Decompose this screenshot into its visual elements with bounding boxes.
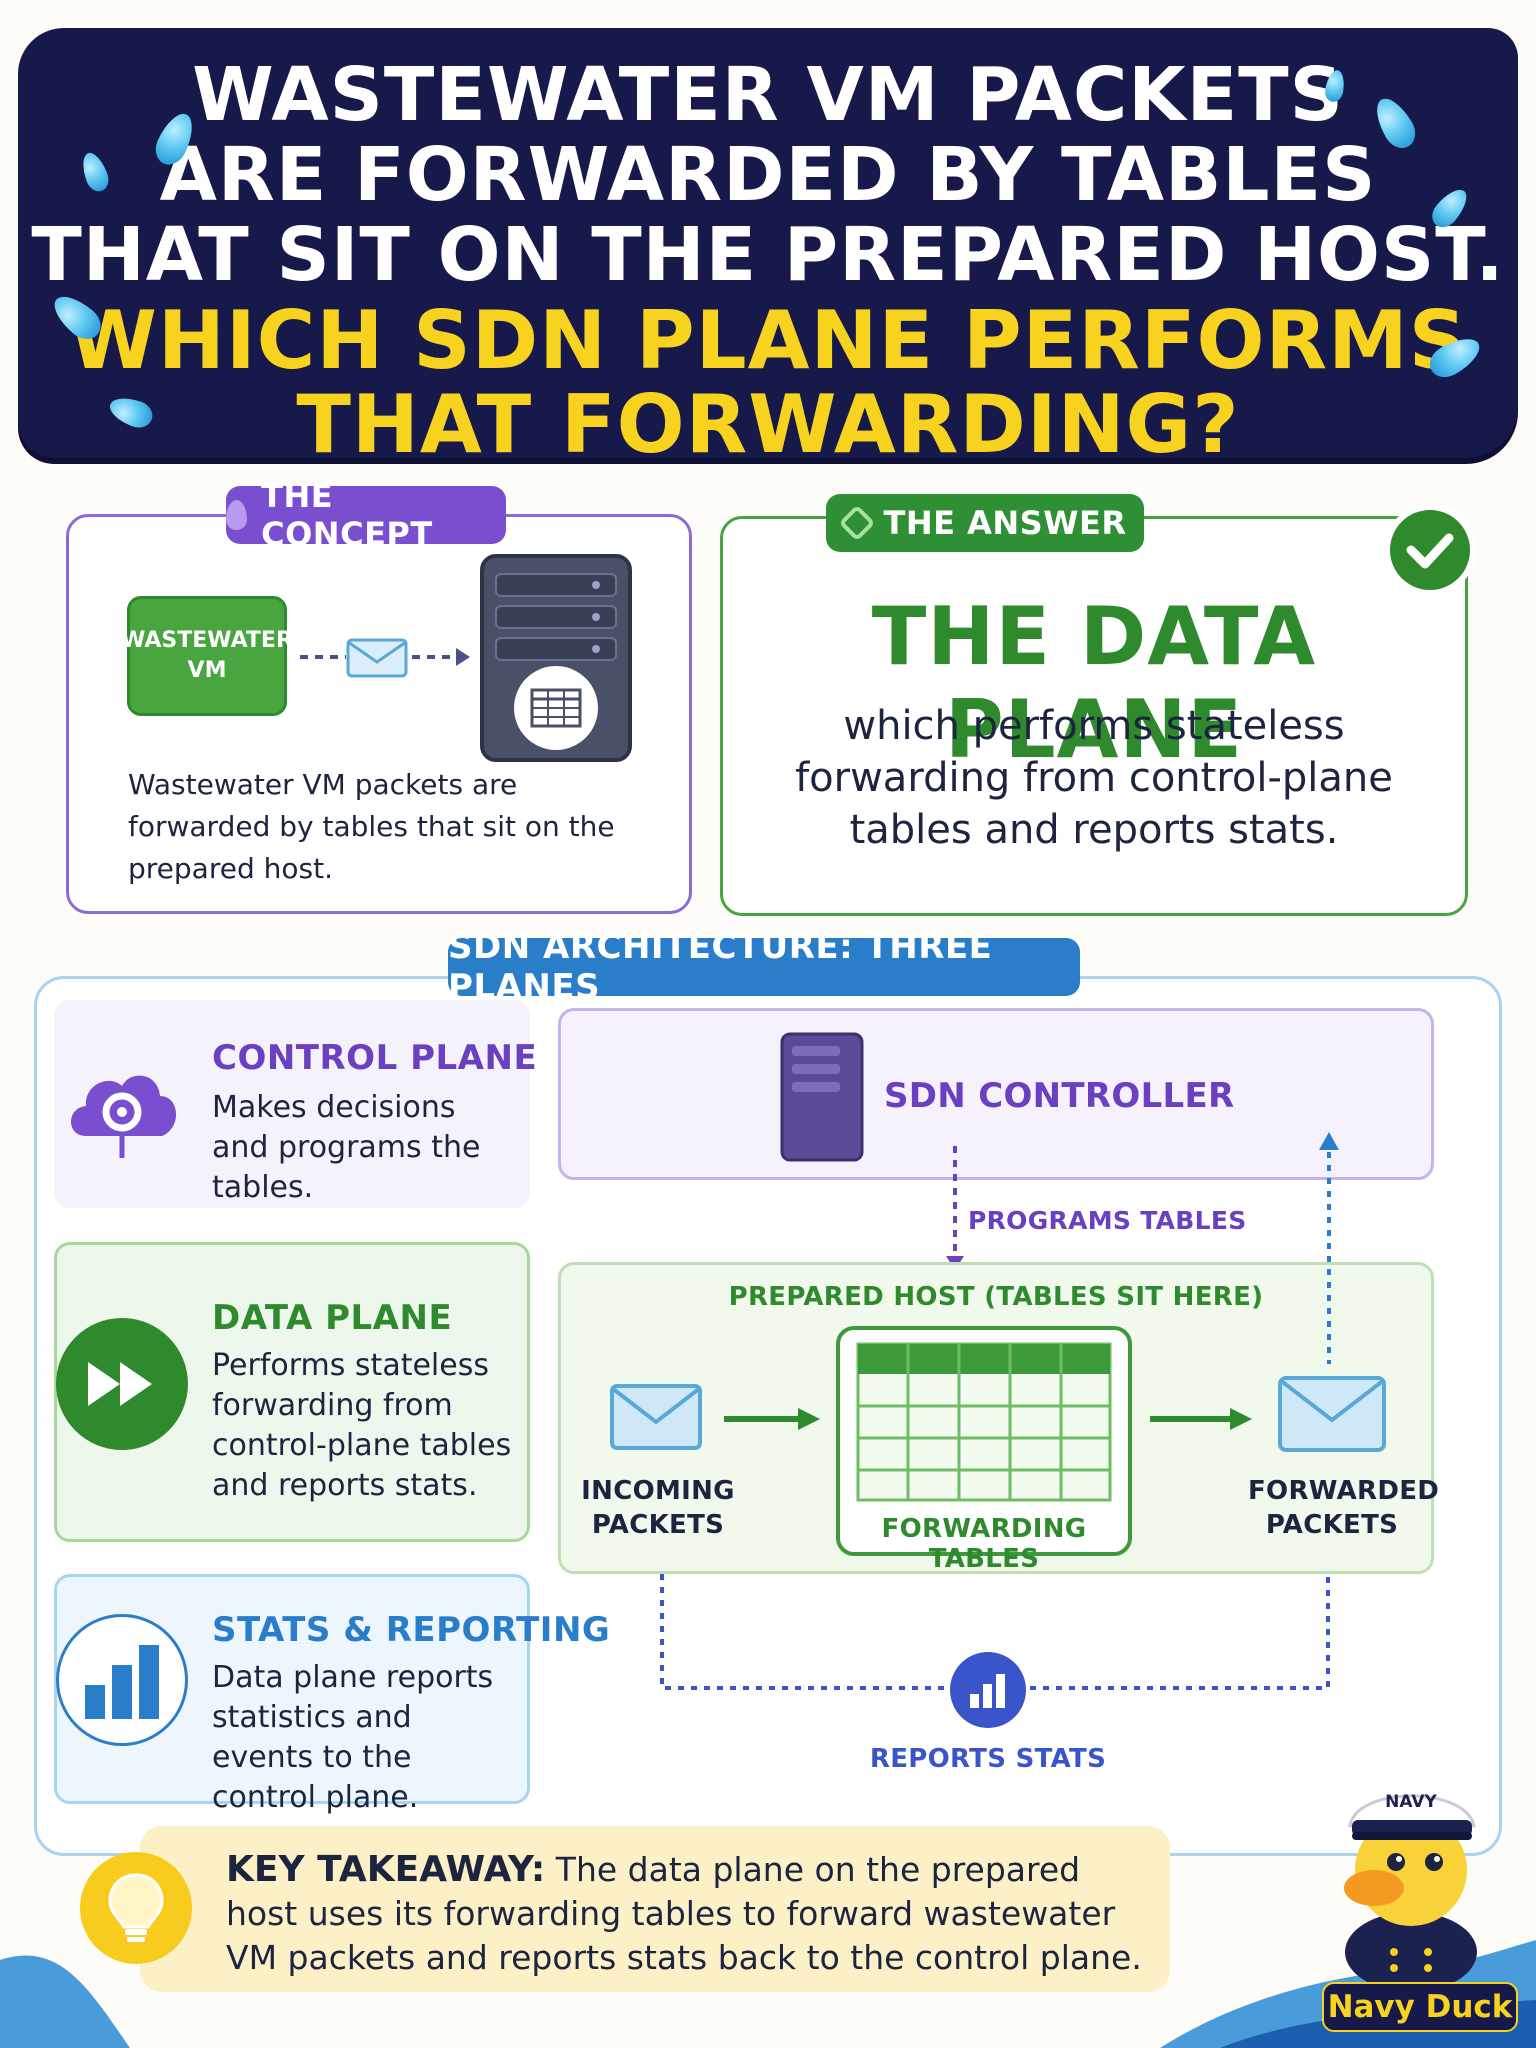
bar-chart-icon — [56, 1614, 188, 1746]
navy-duck-mascot-icon — [1344, 1794, 1477, 1986]
title-line-1: WASTEWATER VM PACKETS — [192, 52, 1344, 138]
forwarding-table-icon — [856, 1342, 1112, 1502]
lightbulb-icon — [80, 1852, 192, 1964]
water-drop-icon — [226, 500, 248, 530]
title-line-2: ARE FORWARDED BY TABLES — [159, 132, 1377, 218]
forwarded-envelope-icon — [1278, 1376, 1386, 1452]
stats-body: Data plane reports statistics and events… — [212, 1660, 494, 1815]
answer-card — [720, 516, 1468, 916]
wastewater-vm-box: WASTEWATER VM — [121, 596, 293, 716]
water-waves — [0, 1940, 1536, 2048]
title-line-3: THAT SIT ON THE PREPARED HOST. — [31, 212, 1505, 298]
host-server-icon — [480, 554, 632, 762]
checkmark-icon — [1384, 504, 1476, 596]
data-plane-body: Performs stateless forwarding from contr… — [212, 1348, 512, 1503]
forwarding-tables-label: FORWARDING TABLES — [881, 1514, 1087, 1574]
takeaway-body: The data plane on the prepared host uses… — [226, 1850, 1142, 1977]
answer-pill-label: THE ANSWER — [883, 504, 1127, 542]
control-plane-title: CONTROL PLANE — [212, 1038, 538, 1078]
forward-arrow — [1150, 1408, 1252, 1430]
stats-title: STATS & REPORTING — [212, 1610, 611, 1650]
takeaway-text: KEY TAKEAWAY: The data plane on the prep… — [226, 1848, 1146, 1980]
control-plane-body: Makes decisions and programs the tables. — [212, 1090, 481, 1205]
stats-chart-icon — [950, 1652, 1026, 1728]
packet-flow-arrow — [300, 638, 470, 678]
answer-text: which performs stateless forwarding from… — [795, 703, 1393, 853]
reports-stats-label: REPORTS STATS — [869, 1744, 1107, 1774]
incoming-envelope-icon — [610, 1384, 702, 1450]
forwarded-packets-label: FORWARDED PACKETS — [1248, 1476, 1440, 1540]
question-line-2: THAT FORWARDING? — [296, 378, 1240, 471]
fast-forward-icon — [56, 1318, 188, 1450]
key-takeaway-box — [140, 1826, 1170, 1992]
programs-tables-label: PROGRAMS TABLES — [968, 1206, 1247, 1235]
answer-title: THE DATA PLANE — [871, 590, 1317, 776]
controller-server-icon — [780, 1032, 864, 1162]
cloud-gear-icon — [58, 1040, 186, 1168]
incoming-packets-label: INCOMING PACKETS — [581, 1476, 735, 1540]
prepared-host-label: PREPARED HOST (TABLES SIT HERE) — [728, 1282, 1264, 1312]
concept-pill-label: THE CONCEPT — [261, 477, 433, 553]
forward-arrow — [724, 1408, 820, 1430]
question-line-1: WHICH SDN PLANE PERFORMS — [68, 294, 1468, 387]
mascot-name-label: Navy Duck — [1322, 1982, 1518, 2032]
title-banner: WASTEWATER VM PACKETS ARE FORWARDED BY T… — [18, 28, 1518, 471]
stats-up-arrow — [1319, 1132, 1339, 1364]
answer-pill: THE ANSWER — [826, 494, 1144, 552]
sdn-controller-label: SDN CONTROLLER — [884, 1076, 1235, 1116]
sdn-controller-box — [558, 1008, 1434, 1180]
concept-text: Wastewater VM packets are forwarded by t… — [128, 768, 615, 885]
tag-icon — [838, 504, 875, 542]
concept-pill: THE CONCEPT — [226, 477, 506, 553]
data-plane-title: DATA PLANE — [212, 1298, 453, 1338]
takeaway-label: KEY TAKEAWAY: — [226, 1849, 546, 1890]
hat-text: NAVY — [1385, 1792, 1437, 1812]
architecture-pill: SDN ARCHITECTURE: THREE PLANES — [448, 927, 1080, 1007]
